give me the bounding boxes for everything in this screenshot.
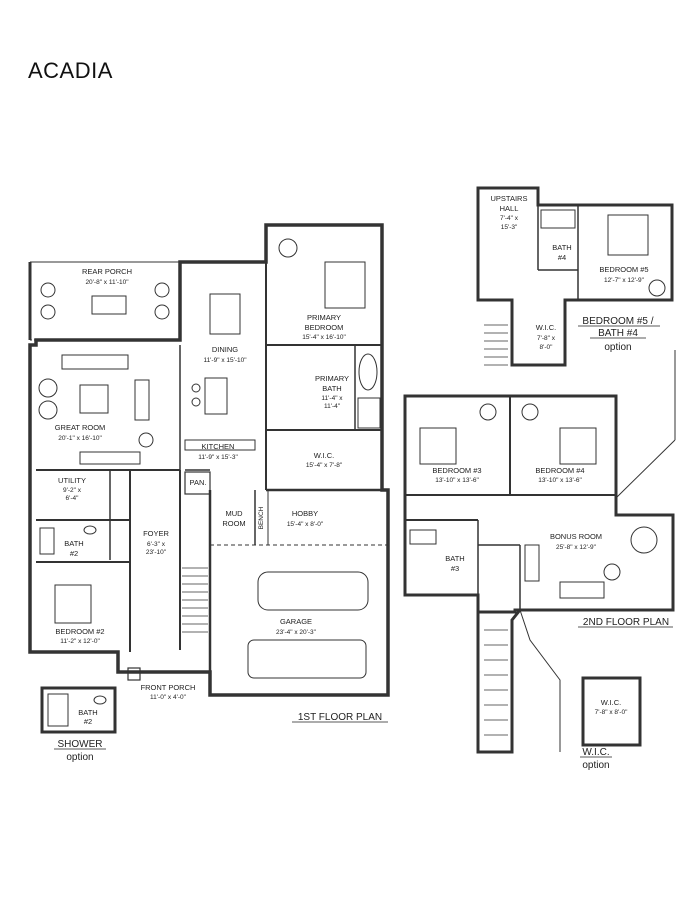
bedroom5-label: BEDROOM #5 <box>599 265 648 274</box>
shower-bath-label-1: BATH <box>78 708 97 717</box>
bedroom5-wic-dims-2: 8'-0" <box>540 344 554 351</box>
wic-option-sub: option <box>582 760 609 771</box>
dining-label: DINING <box>212 345 238 354</box>
bonus-room-label: BONUS ROOM <box>550 532 602 541</box>
hobby-dims: 15'-4" x 8'-0" <box>287 521 324 528</box>
bedroom4-label: BEDROOM #4 <box>535 466 584 475</box>
first-floor-plan <box>28 223 390 697</box>
garage-label: GARAGE <box>280 617 312 626</box>
rear-porch-dims: 20'-8" x 11'-10" <box>85 279 129 286</box>
second-floor-caption: 2ND FLOOR PLAN <box>583 617 669 628</box>
upstairs-hall-dims-1: 7'-4" x <box>500 215 519 222</box>
upstairs-hall-label-2: HALL <box>500 204 519 213</box>
bath2-label-1: BATH <box>64 539 83 548</box>
hobby-label: HOBBY <box>292 509 318 518</box>
utility-dims-2: 6'-4" <box>66 495 80 502</box>
pantry-label: PAN. <box>190 478 207 487</box>
bedroom4-dims: 13'-10" x 13'-6" <box>538 477 582 484</box>
primary-bath-dims-1: 11'-4" x <box>321 395 343 402</box>
bedroom5-option-label-1: BEDROOM #5 / <box>582 316 653 327</box>
bedroom5-wic-dims-1: 7'-8" x <box>537 335 556 342</box>
dining-dims: 11'-9" x 15'-10" <box>203 357 247 364</box>
plan-title: ACADIA <box>28 58 113 83</box>
wic-option-label: W.I.C. <box>582 747 609 758</box>
upstairs-hall-dims-2: 15'-3" <box>501 224 518 231</box>
primary-bedroom-label-2: BEDROOM <box>305 323 344 332</box>
wic-option-dims: 7'-8" x 8'-0" <box>595 709 628 716</box>
second-floor-plan <box>403 350 676 754</box>
foyer-label: FOYER <box>143 529 169 538</box>
mud-room-label-2: ROOM <box>222 519 245 528</box>
bath4-label-1: BATH <box>552 243 571 252</box>
bench-label: BENCH <box>258 506 265 529</box>
front-porch-label: FRONT PORCH <box>141 683 196 692</box>
foyer-dims-2: 23'-10" <box>146 549 167 556</box>
primary-bath-label-1: PRIMARY <box>315 374 349 383</box>
bonus-room-dims: 25'-8" x 12'-9" <box>556 544 597 551</box>
bedroom3-dims: 13'-10" x 13'-6" <box>435 477 479 484</box>
garage-dims: 23'-4" x 20'-3" <box>276 629 317 636</box>
bedroom3-label: BEDROOM #3 <box>432 466 481 475</box>
bedroom5-option-plan <box>476 186 674 367</box>
primary-bath-label-2: BATH <box>322 384 341 393</box>
primary-wic-label: W.I.C. <box>314 451 334 460</box>
utility-label: UTILITY <box>58 476 86 485</box>
upstairs-hall-label-1: UPSTAIRS <box>491 194 528 203</box>
kitchen-dims: 11'-9" x 15'-3" <box>198 454 238 461</box>
front-porch-dims: 11'-0" x 4'-0" <box>150 694 187 701</box>
great-room-dims: 20'-1" x 16'-10" <box>58 435 102 442</box>
great-room-label: GREAT ROOM <box>55 423 106 432</box>
primary-wic-dims: 15'-4" x 7'-8" <box>306 462 343 469</box>
bedroom2-label: BEDROOM #2 <box>55 627 104 636</box>
bedroom5-dims: 12'-7" x 12'-9" <box>604 277 645 284</box>
bedroom5-wic-label: W.I.C. <box>536 323 556 332</box>
bedroom2-dims: 11'-2" x 12'-0" <box>60 638 100 645</box>
primary-bedroom-dims: 15'-4" x 16'-10" <box>302 334 346 341</box>
bath3-label-1: BATH <box>445 554 464 563</box>
shower-option-plan <box>40 686 117 734</box>
shower-option-label: SHOWER <box>58 739 103 750</box>
shower-bath-label-2: #2 <box>84 717 92 726</box>
bedroom5-option-sub: option <box>604 342 631 353</box>
bath3-label-2: #3 <box>451 564 459 573</box>
wic-option-plan <box>581 676 642 747</box>
rear-porch-label: REAR PORCH <box>82 267 132 276</box>
bath2-label-2: #2 <box>70 549 78 558</box>
foyer-dims-1: 6'-3" x <box>147 541 166 548</box>
first-floor-caption: 1ST FLOOR PLAN <box>298 712 382 723</box>
primary-bath-dims-2: 11'-4" <box>324 403 341 410</box>
bath4-label-2: #4 <box>558 253 566 262</box>
wic-option-room-label: W.I.C. <box>601 698 621 707</box>
first-floor-labels: REAR PORCH 20'-8" x 11'-10" GREAT ROOM 2… <box>55 267 388 723</box>
utility-dims-1: 9'-2" x <box>63 487 82 494</box>
shower-option-sub: option <box>66 752 93 763</box>
primary-bedroom-label-1: PRIMARY <box>307 313 341 322</box>
bedroom5-option-label-2: BATH #4 <box>598 328 638 339</box>
kitchen-label: KITCHEN <box>202 442 235 451</box>
mud-room-label-1: MUD <box>225 509 243 518</box>
